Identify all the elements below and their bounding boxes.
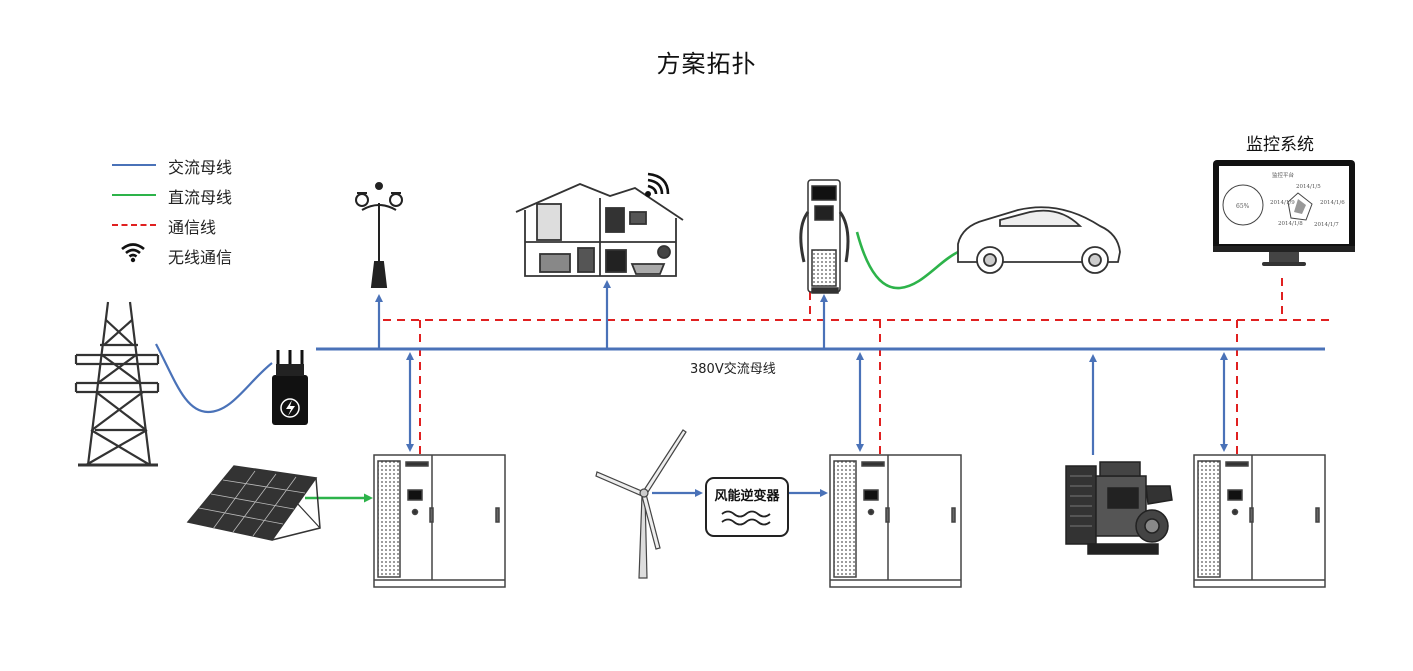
house-wifi-icon — [645, 172, 670, 197]
wifi-icon — [121, 243, 145, 263]
monitor-icon: 65% 监控平台 2014/1/5 2014/1/9 2014/1/6 2014… — [1213, 160, 1355, 266]
smart-home-icon — [515, 183, 684, 277]
comm-line-swatch — [112, 224, 156, 226]
ev-charger-icon — [799, 179, 850, 294]
monitor-date-5: 2014/1/7 — [1314, 222, 1339, 228]
transformer-icon — [272, 350, 308, 425]
legend-label-comm-line: 通信线 — [168, 218, 217, 237]
monitor-screen-header: 监控平台 — [1272, 171, 1295, 179]
monitor-system-title: 监控系统 — [1246, 135, 1314, 155]
street-lamp-icon — [355, 182, 403, 288]
ac-bus-swatch — [112, 164, 156, 166]
dc-bus-swatch — [112, 194, 156, 196]
legend-label-ac-bus: 交流母线 — [168, 158, 233, 177]
legend-label-wireless: 无线通信 — [168, 248, 233, 267]
power-cabinet-3 — [1193, 454, 1326, 588]
wind-turbine-icon — [595, 429, 687, 579]
transmission-tower-icon — [74, 301, 160, 467]
page-title: 方案拓扑 — [656, 50, 757, 78]
wind-inverter-label: 风能逆变器 — [714, 489, 780, 504]
wind-inverter-box — [705, 477, 789, 537]
communication-lines — [383, 278, 1332, 455]
ac-bus-label: 380V交流母线 — [690, 362, 776, 377]
monitor-date-2: 2014/1/9 — [1270, 200, 1295, 206]
monitor-date-4: 2014/1/8 — [1278, 221, 1303, 227]
diesel-generator-icon — [1065, 461, 1173, 555]
power-cabinet-1 — [373, 454, 506, 588]
legend-label-dc-bus: 直流母线 — [168, 188, 233, 207]
monitor-date-3: 2014/1/6 — [1320, 200, 1345, 206]
charging-cable — [855, 231, 959, 290]
ac-connections — [155, 280, 1228, 497]
solar-panel-icon — [186, 465, 321, 541]
monitor-date-1: 2014/1/5 — [1296, 184, 1321, 190]
power-cabinet-2 — [829, 454, 962, 588]
monitor-screen-percent: 65% — [1236, 203, 1250, 210]
electric-car-icon — [957, 206, 1121, 274]
